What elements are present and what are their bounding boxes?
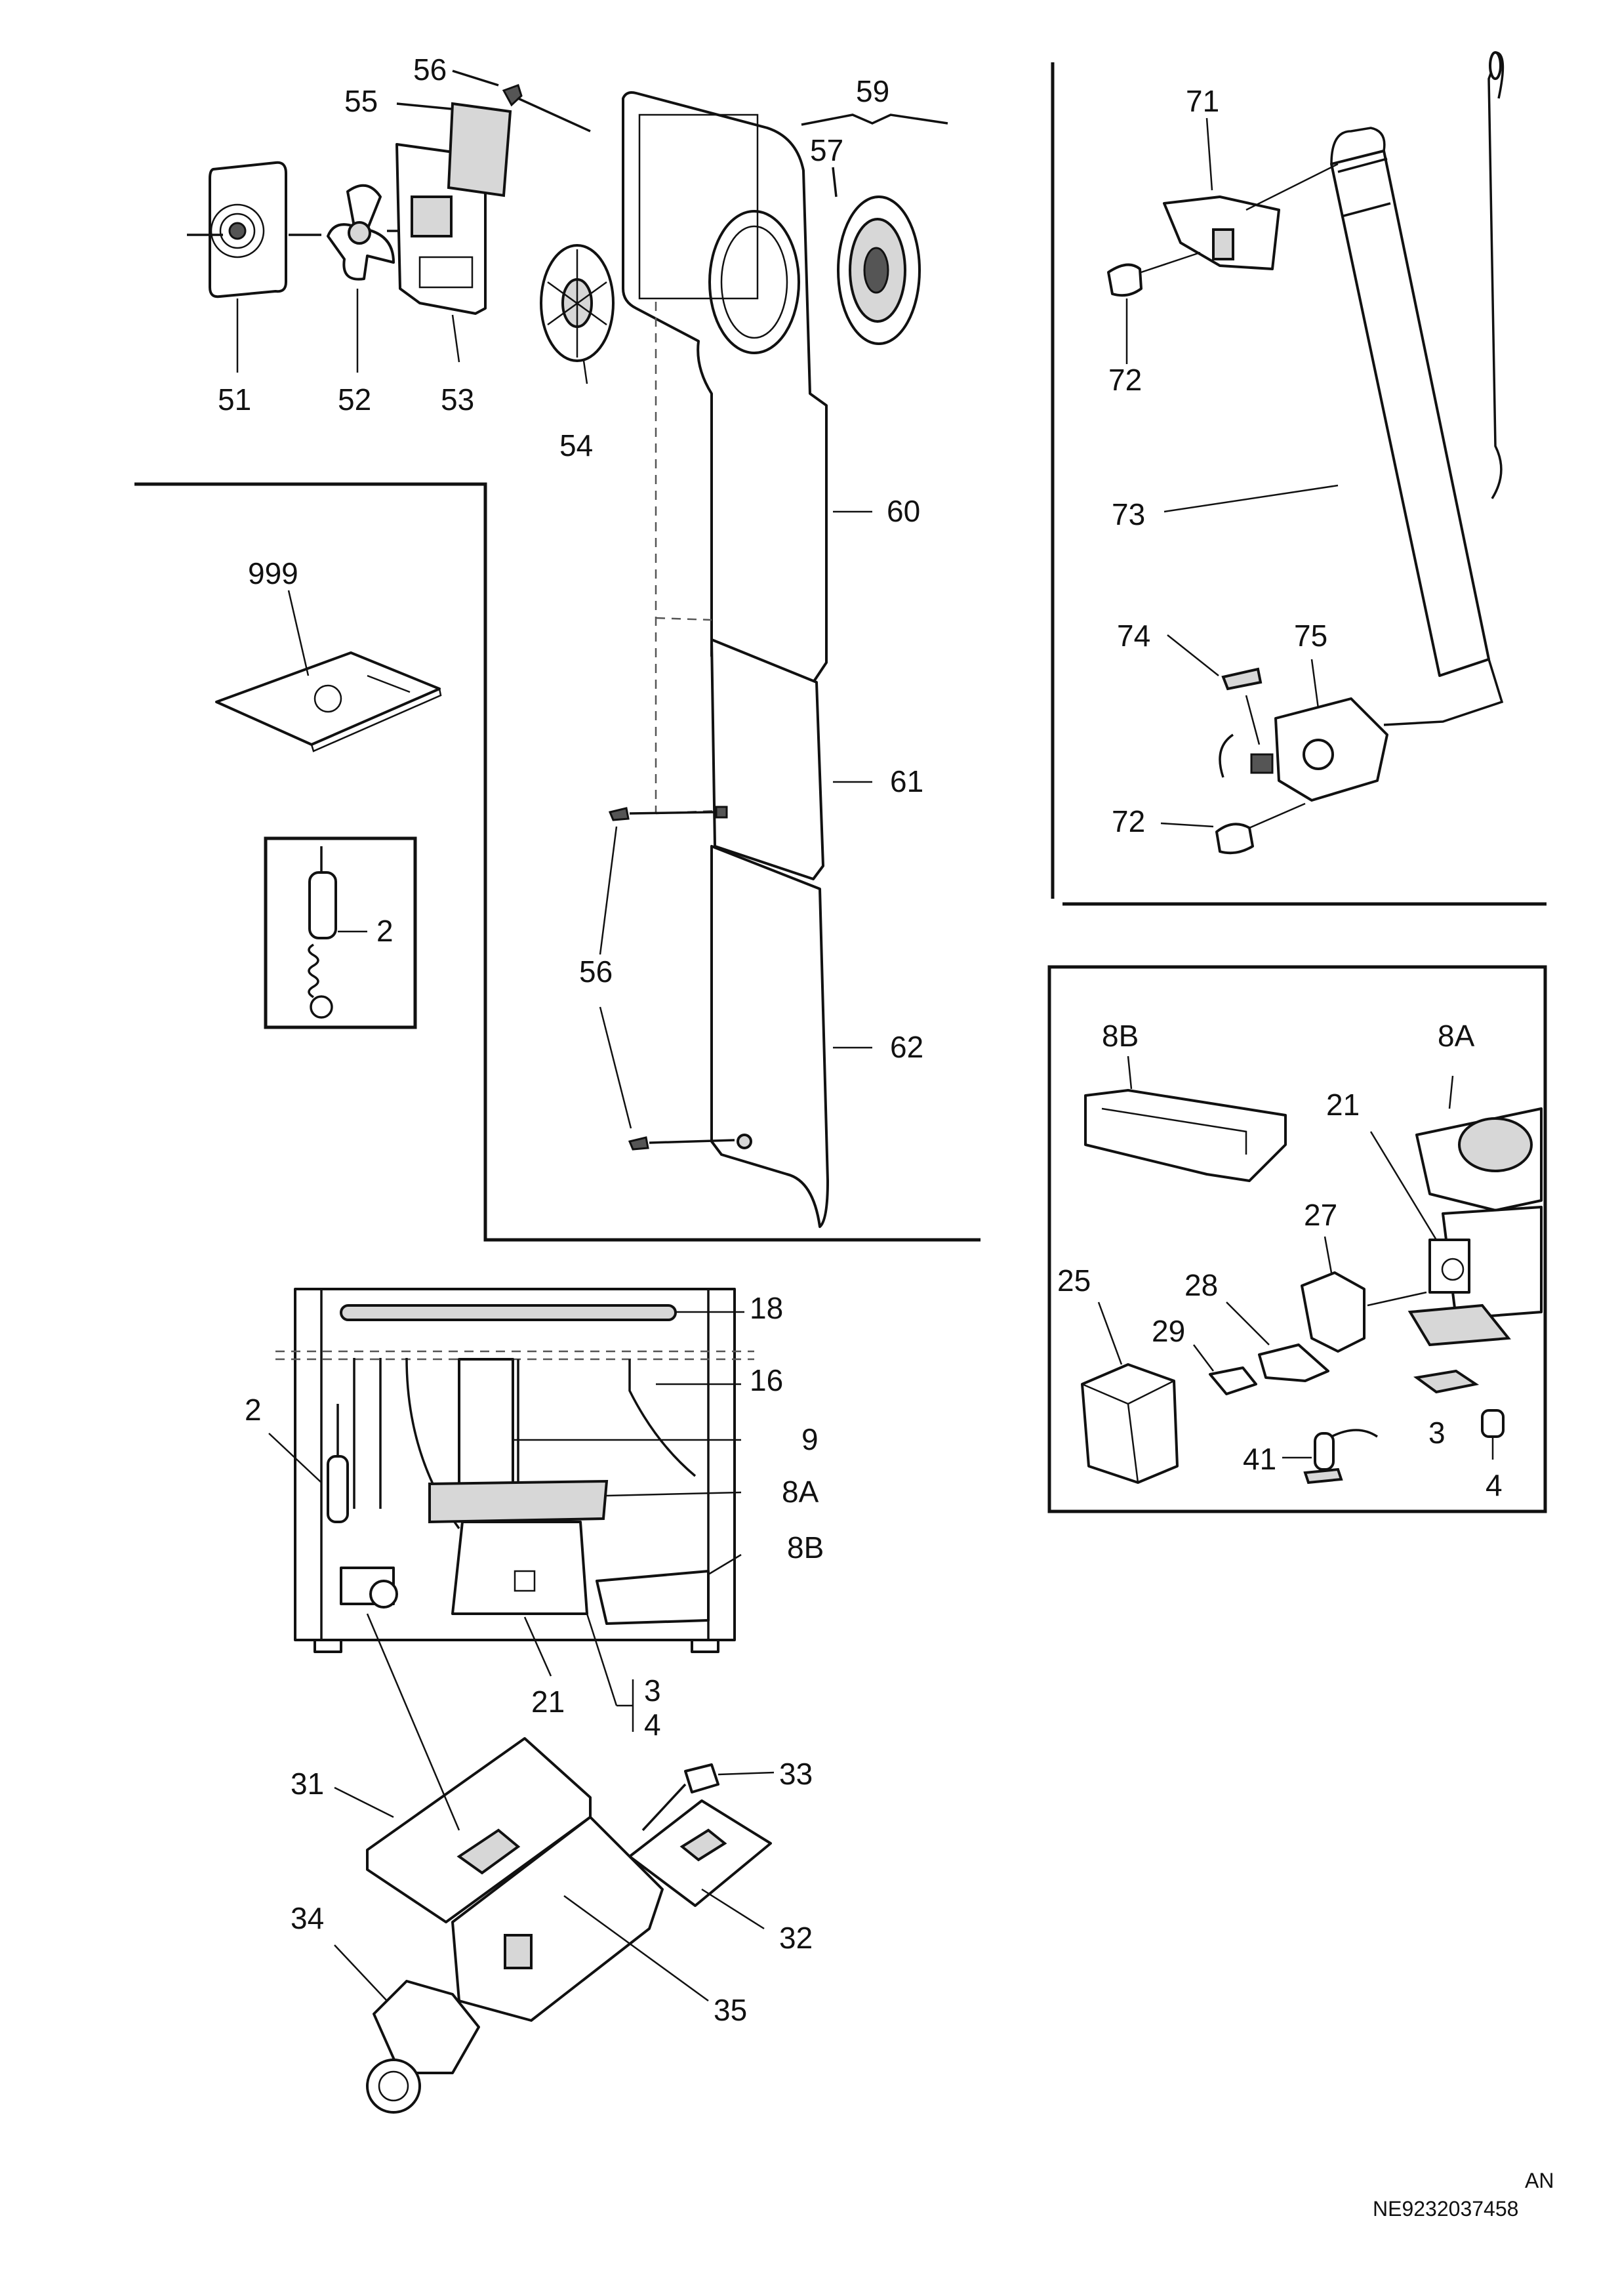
- condenser-18: [340, 1304, 744, 1321]
- label-16: 16: [750, 1363, 783, 1397]
- label-41: 41: [1243, 1442, 1276, 1476]
- label-21-rear: 21: [531, 1685, 565, 1719]
- label-35: 35: [714, 1993, 747, 2027]
- clip-3: [1413, 1369, 1480, 1394]
- label-53: 53: [441, 382, 474, 417]
- fan-shroud-57: [832, 167, 921, 345]
- terminal-cover-25: [1081, 1302, 1179, 1484]
- label-8A: 8A: [1438, 1019, 1475, 1053]
- thermal-protector-27: [1301, 1236, 1427, 1353]
- leaders-upper: [236, 289, 872, 1049]
- label-71: 71: [1186, 84, 1219, 118]
- label-9: 9: [801, 1422, 819, 1456]
- label-51: 51: [218, 382, 251, 417]
- drawing-number: NE9232037458: [1373, 2197, 1518, 2221]
- label-8A-rear: 8A: [782, 1475, 819, 1509]
- label-2-rear: 2: [245, 1393, 262, 1427]
- label-8B: 8B: [1102, 1019, 1139, 1053]
- label-74: 74: [1117, 619, 1150, 653]
- label-18: 18: [750, 1291, 783, 1325]
- diffuser-74: [1167, 634, 1263, 745]
- label-60: 60: [887, 494, 920, 528]
- light-bulb-72-bottom: [1160, 802, 1306, 855]
- label-56-top: 56: [413, 52, 447, 87]
- capacitor-41: [1282, 1429, 1378, 1485]
- section-frames: [134, 62, 1547, 1513]
- label-54: 54: [559, 428, 593, 462]
- label-999: 999: [248, 556, 298, 590]
- label-4: 4: [1486, 1468, 1503, 1502]
- duct-panel-60: [622, 91, 828, 684]
- water-valve-34: [334, 1944, 480, 2114]
- label-72-top: 72: [1108, 363, 1142, 397]
- label-21: 21: [1326, 1088, 1360, 1122]
- label-52: 52: [338, 382, 371, 417]
- label-4-rear: 4: [644, 1708, 661, 1742]
- label-61: 61: [890, 764, 923, 798]
- label-25: 25: [1057, 1263, 1091, 1298]
- light-bulb-72-top: [1107, 251, 1201, 364]
- drip-tray-8B: [1084, 1056, 1287, 1182]
- seal-strip-55: [396, 102, 512, 197]
- user-manual-999: [215, 590, 442, 752]
- fan-wheel-54: [540, 244, 615, 362]
- duct-panel-62: [710, 845, 829, 1228]
- connector-29: [1193, 1344, 1257, 1395]
- thermostat-probe-2-rear: [268, 1404, 349, 1523]
- connector-33: [641, 1763, 775, 1832]
- screw-56-lower: [599, 807, 735, 1151]
- label-33: 33: [779, 1757, 813, 1791]
- cover-31: [334, 1613, 592, 1923]
- label-28: 28: [1184, 1268, 1218, 1302]
- fan-blade-52: [289, 184, 395, 281]
- thermostat-bracket-71: [1163, 117, 1339, 270]
- drip-tray-8B-rear: [596, 1553, 742, 1625]
- label-27: 27: [1304, 1198, 1337, 1232]
- screw-56-top: [452, 70, 591, 133]
- footer: AN NE9232037458: [1373, 2169, 1554, 2221]
- rear-leaders: [340, 1567, 634, 1732]
- label-2-box: 2: [376, 914, 394, 948]
- label-72-bottom: 72: [1112, 804, 1145, 838]
- label-3-rear: 3: [644, 1673, 661, 1708]
- part-labels: 51 52 53 54 55 56 57 59 60 61 62 56 999 …: [218, 52, 1503, 2027]
- label-59: 59: [856, 74, 889, 108]
- label-29: 29: [1152, 1314, 1185, 1348]
- evaporator-73: [1163, 51, 1505, 726]
- compressor-8A-rear: [428, 1479, 742, 1615]
- label-62: 62: [890, 1030, 923, 1064]
- grommet-4: [1481, 1409, 1505, 1460]
- label-34: 34: [291, 1901, 324, 1935]
- label-8B-rear: 8B: [787, 1530, 824, 1565]
- start-relay-28: [1226, 1302, 1329, 1382]
- label-57: 57: [810, 133, 843, 167]
- box-32: [628, 1799, 772, 1930]
- label-73: 73: [1112, 497, 1145, 531]
- relay-21: [1369, 1131, 1470, 1294]
- probe-detail-box: [264, 836, 417, 1029]
- bracket-59: [801, 113, 948, 126]
- label-75: 75: [1294, 619, 1327, 653]
- label-31: 31: [291, 1767, 324, 1801]
- fan-grille-51: [187, 161, 287, 298]
- label-3: 3: [1428, 1416, 1446, 1450]
- label-32: 32: [779, 1921, 813, 1955]
- thermostat-75: [1219, 659, 1388, 802]
- compressor-detail-box: [1047, 965, 1547, 1513]
- label-56-lower: 56: [579, 954, 613, 989]
- label-55: 55: [344, 84, 378, 118]
- region-code: AN: [1525, 2169, 1554, 2192]
- compressor-8A: [1407, 1075, 1543, 1347]
- temperature-probe-2: [308, 846, 367, 1019]
